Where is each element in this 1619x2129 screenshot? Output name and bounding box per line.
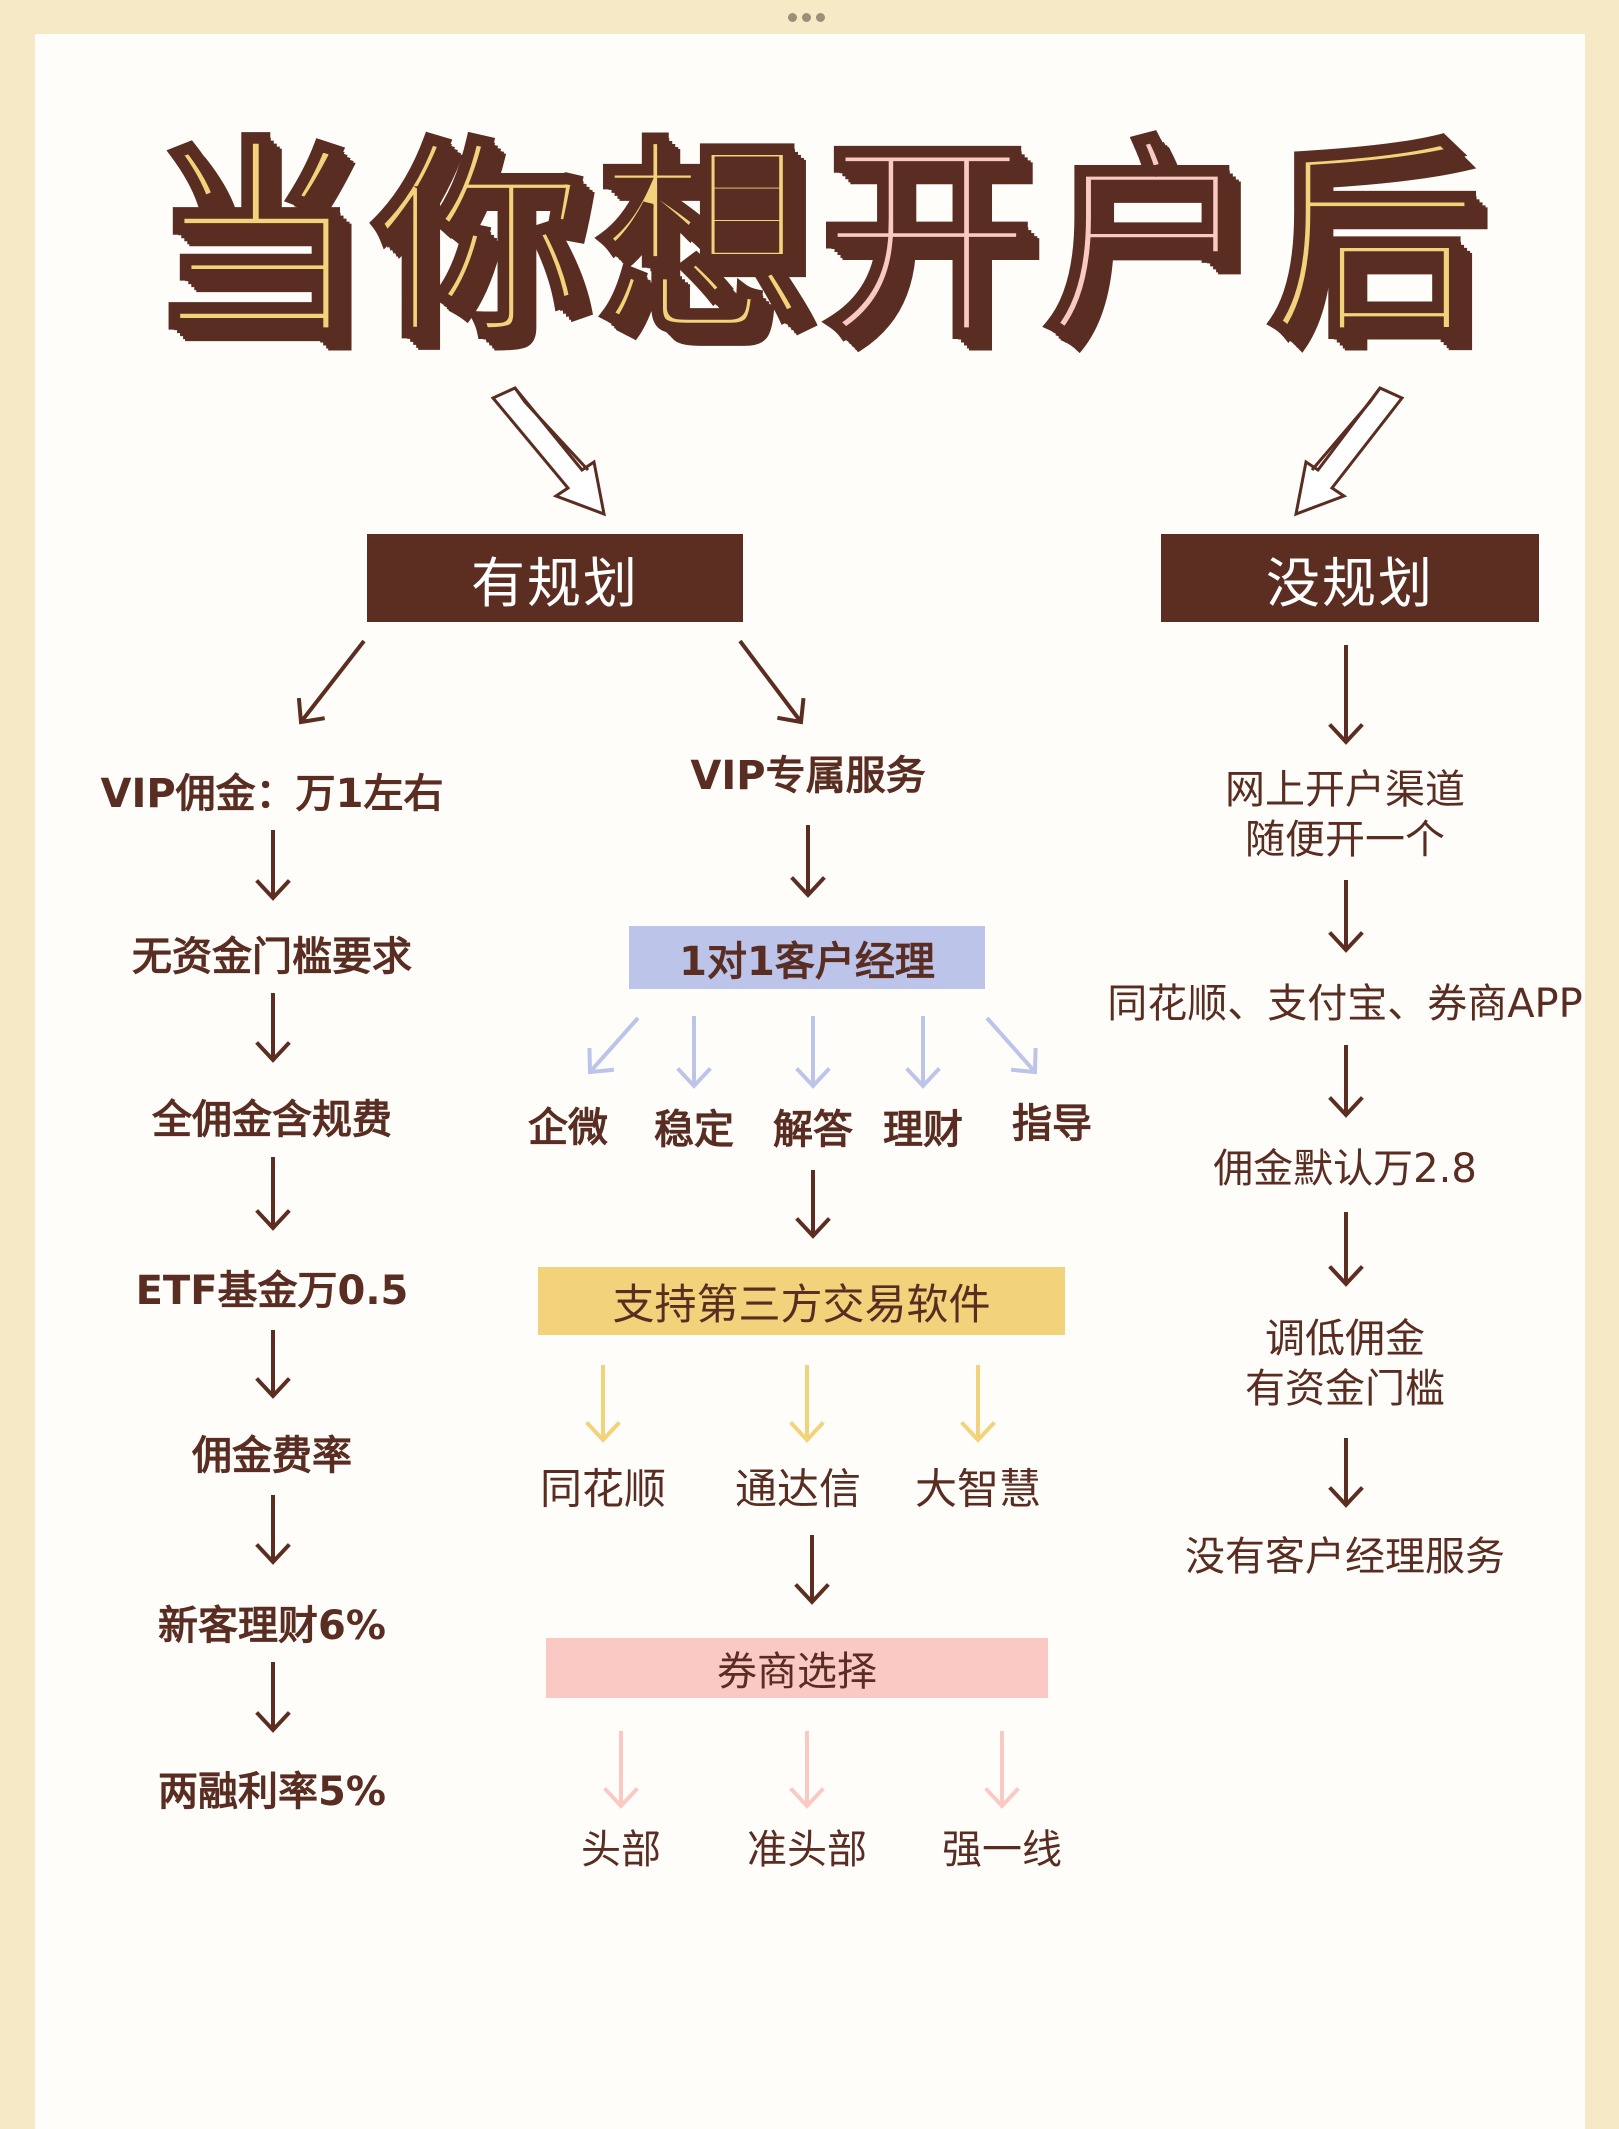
arrow-icon [985, 1016, 1038, 1075]
manager-item: 理财 [883, 1107, 963, 1153]
arrow-icon [1328, 1045, 1364, 1118]
title-char: 当 [148, 117, 365, 369]
new-client-finance: 新客理财6% [158, 1603, 386, 1649]
arrow-icon [738, 639, 806, 725]
online-channel-line2: 随便开一个 [1245, 817, 1445, 863]
arrow-icon [794, 1535, 830, 1605]
more-menu-icon[interactable] [788, 13, 825, 22]
planned-header: 有规划 [367, 534, 743, 622]
manager-item: 指导 [1012, 1101, 1092, 1147]
arrow-icon [789, 1731, 825, 1809]
margin-rate: 两融利率5% [158, 1769, 386, 1815]
arrow-icon [296, 639, 366, 725]
arrow-icon [255, 993, 291, 1063]
arrow-icon [255, 1330, 291, 1399]
arrow-icon [676, 1016, 712, 1089]
manager-item: 解答 [773, 1107, 853, 1153]
broker-item: 准头部 [747, 1827, 867, 1873]
arrow-icon [255, 1495, 291, 1565]
lower-commission-line2: 有资金门槛 [1245, 1366, 1445, 1412]
arrow-icon [255, 830, 291, 901]
unplanned-header: 没规划 [1161, 534, 1539, 622]
curved-arrow-left-icon [490, 386, 606, 517]
default-commission: 佣金默认万2.8 [1213, 1146, 1477, 1192]
vip-service: VIP专属服务 [690, 753, 926, 799]
online-channel-line1: 网上开户渠道 [1225, 767, 1465, 813]
etf-fee: ETF基金万0.5 [135, 1268, 409, 1314]
manager-item: 企微 [528, 1105, 608, 1151]
arrow-icon [1328, 1438, 1364, 1508]
arrow-icon [587, 1016, 640, 1075]
arrow-icon [789, 1365, 825, 1443]
arrow-icon [795, 1170, 831, 1239]
no-capital-threshold: 无资金门槛要求 [132, 934, 412, 980]
curved-arrow-right-icon [1294, 386, 1405, 517]
no-manager-service: 没有客户经理服务 [1185, 1534, 1505, 1580]
page-title: 当 你 想 开 户 后 [148, 117, 1483, 369]
arrow-icon [960, 1365, 996, 1443]
arrow-icon [585, 1365, 621, 1443]
title-char: 你 [371, 117, 588, 369]
arrow-icon [603, 1731, 639, 1809]
broker-item: 强一线 [942, 1827, 1062, 1873]
title-char: 户 [1042, 117, 1259, 369]
software-item: 同花顺 [539, 1464, 667, 1514]
app-channels: 同花顺、支付宝、券商APP [1107, 981, 1583, 1027]
software-item: 大智慧 [914, 1464, 1042, 1514]
full-commission-fees: 全佣金含规费 [152, 1097, 392, 1143]
arrow-icon [1328, 1212, 1364, 1287]
software-box: 支持第三方交易软件 [538, 1267, 1065, 1335]
commission-rate: 佣金费率 [192, 1433, 352, 1479]
broker-item: 头部 [581, 1827, 661, 1873]
broker-box: 券商选择 [546, 1638, 1048, 1698]
arrow-icon [255, 1157, 291, 1231]
arrow-icon [1328, 645, 1364, 745]
arrow-icon [255, 1662, 291, 1733]
arrow-icon [905, 1016, 941, 1089]
arrow-icon [790, 825, 826, 898]
lower-commission-line1: 调低佣金 [1265, 1316, 1425, 1362]
arrow-icon [1328, 880, 1364, 953]
title-char: 想 [595, 117, 812, 369]
title-char: 开 [818, 117, 1035, 369]
manager-box: 1对1客户经理 [629, 926, 985, 989]
title-char: 后 [1265, 117, 1482, 369]
software-item: 通达信 [734, 1464, 862, 1514]
manager-item: 稳定 [654, 1107, 734, 1153]
vip-commission: VIP佣金：万1左右 [100, 771, 444, 817]
arrow-icon [984, 1731, 1020, 1809]
arrow-icon [795, 1016, 831, 1089]
